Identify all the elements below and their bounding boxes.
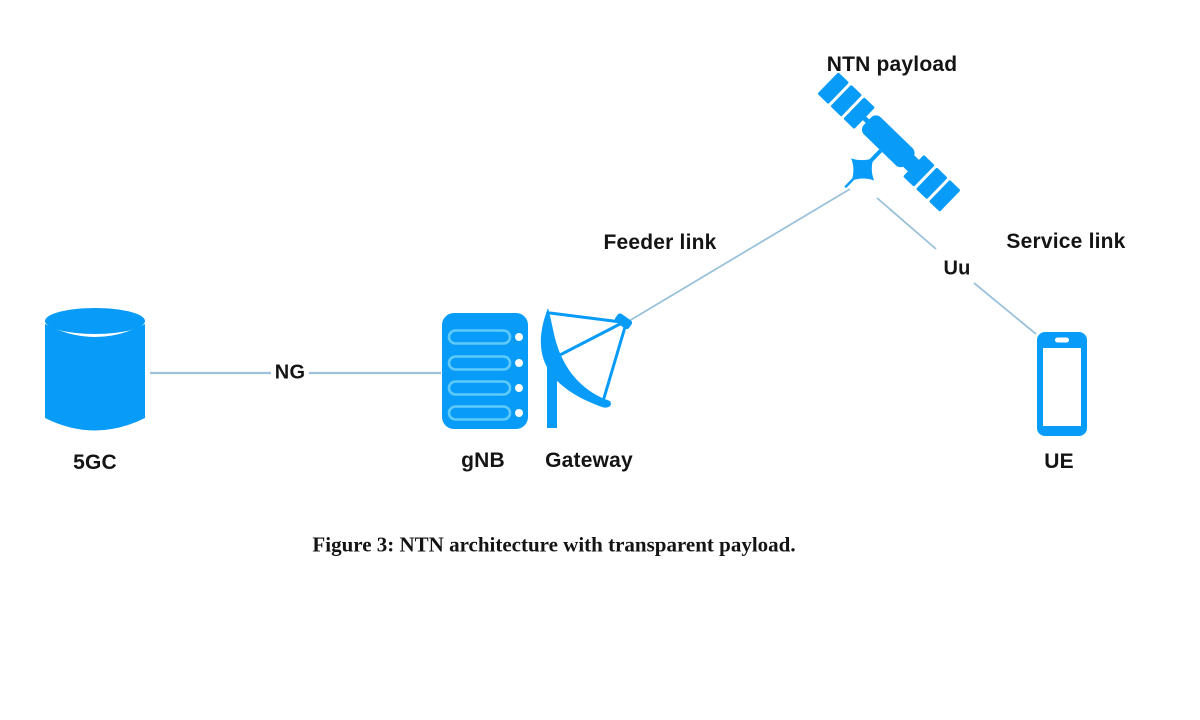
gnb-label: gNB [461, 449, 505, 472]
service-link-line [876, 197, 1037, 335]
service-link-label: Service link [1006, 230, 1126, 253]
gnb-server-icon [442, 313, 528, 429]
ue-label: UE [1044, 450, 1074, 473]
feeder-link-label: Feeder link [603, 231, 717, 254]
core-network-icon [45, 308, 145, 431]
satellite-icon [818, 72, 960, 212]
gateway-label: Gateway [545, 449, 633, 472]
core-network-label: 5GC [73, 451, 117, 474]
figure-caption: Figure 3: NTN architecture with transpar… [312, 532, 796, 557]
uu-interface-label: Uu [943, 257, 971, 280]
ue-phone-icon [1037, 332, 1087, 436]
feeder-link-line [628, 188, 851, 322]
satellite-label: NTN payload [826, 53, 958, 76]
ng-interface-label: NG [274, 361, 306, 384]
gateway-dish-icon [540, 308, 633, 428]
diagram-canvas [45, 72, 1087, 436]
